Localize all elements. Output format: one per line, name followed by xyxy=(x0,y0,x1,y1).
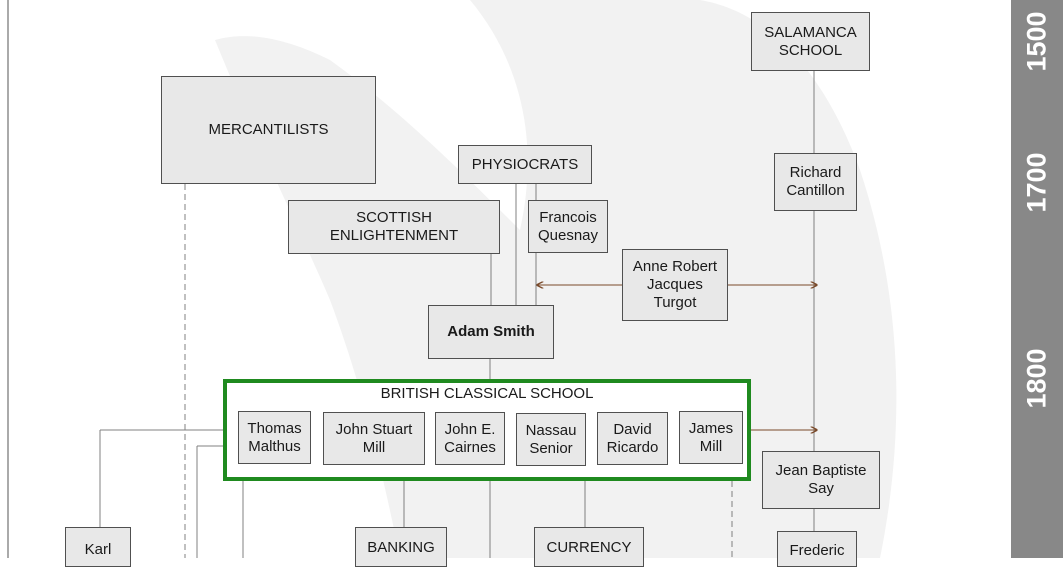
node-physiocrats[interactable]: PHYSIOCRATS xyxy=(458,145,592,184)
node-adam-smith[interactable]: Adam Smith xyxy=(428,305,554,359)
node-francois-quesnay[interactable]: Francois Quesnay xyxy=(528,200,608,253)
node-nassau-senior[interactable]: Nassau Senior xyxy=(516,413,586,466)
node-john-e-cairnes[interactable]: John E. Cairnes xyxy=(435,412,505,465)
timeline-year-label: 1500 xyxy=(1021,10,1052,72)
node-currency[interactable]: CURRENCY xyxy=(534,527,644,567)
timeline-year-label: 1700 xyxy=(1021,151,1052,213)
node-frederic[interactable]: Frederic xyxy=(777,531,857,567)
node-thomas-malthus[interactable]: Thomas Malthus xyxy=(238,411,311,464)
timeline-bar xyxy=(1011,0,1063,558)
british-classical-school-title: BRITISH CLASSICAL SCHOOL xyxy=(380,385,594,402)
influence-arrows xyxy=(537,285,817,430)
node-salamanca-school[interactable]: SALAMANCA SCHOOL xyxy=(751,12,870,71)
node-anne-robert-jacques-turgot[interactable]: Anne Robert Jacques Turgot xyxy=(622,249,728,321)
timeline-year-1800: 1800 xyxy=(1011,338,1063,418)
node-banking[interactable]: BANKING xyxy=(355,527,447,567)
node-scottish-enlightenment[interactable]: SCOTTISH ENLIGHTENMENT xyxy=(288,200,500,254)
node-david-ricardo[interactable]: David Ricardo xyxy=(597,412,668,465)
node-karl[interactable]: Karl xyxy=(65,527,131,567)
node-jean-baptiste-say[interactable]: Jean Baptiste Say xyxy=(762,451,880,509)
node-mercantilists[interactable]: MERCANTILISTS xyxy=(161,76,376,184)
node-james-mill[interactable]: James Mill xyxy=(679,411,743,464)
node-richard-cantillon[interactable]: Richard Cantillon xyxy=(774,153,857,211)
timeline-year-1500: 1500 xyxy=(1011,1,1063,81)
timeline-year-1700: 1700 xyxy=(1011,142,1063,222)
timeline-year-label: 1800 xyxy=(1021,347,1052,409)
node-john-stuart-mill[interactable]: John Stuart Mill xyxy=(323,412,425,465)
